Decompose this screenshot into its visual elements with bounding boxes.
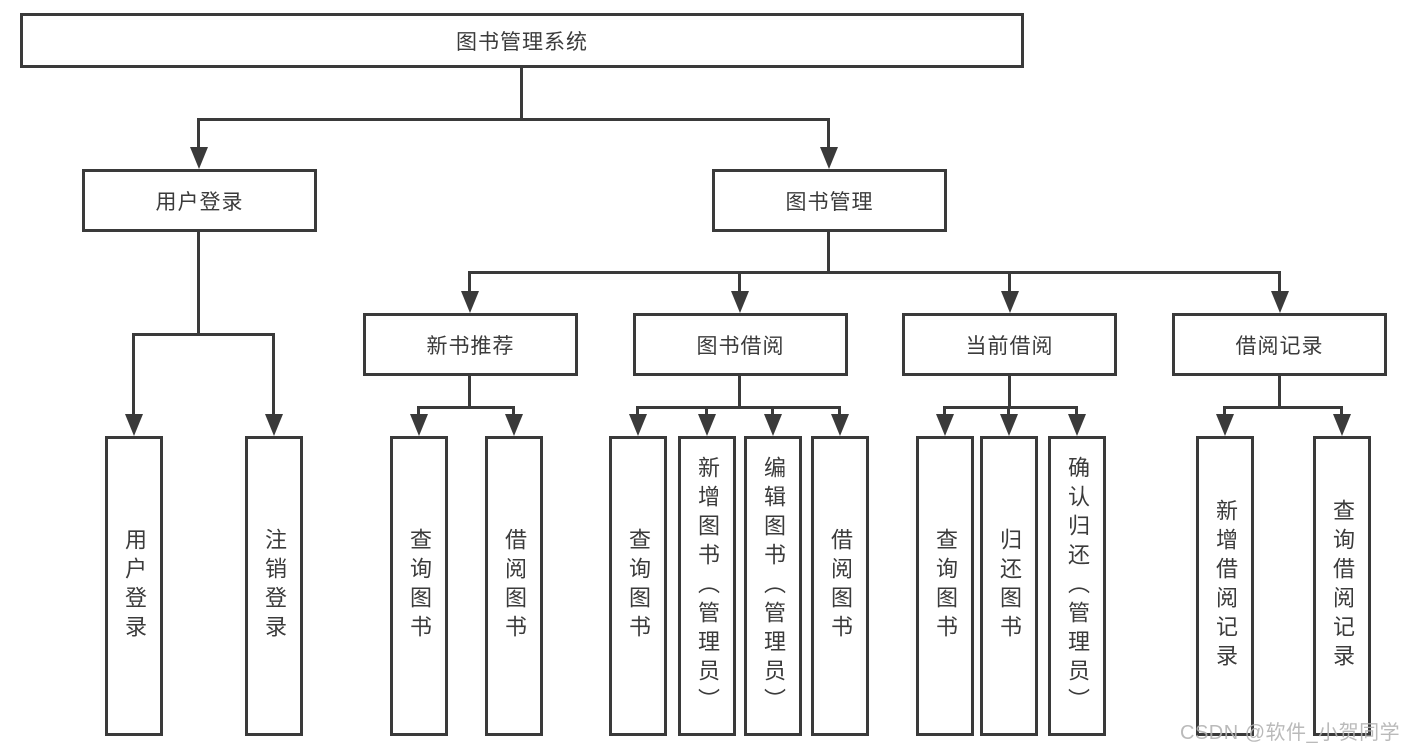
node-label: 注销登录 <box>262 528 287 644</box>
arrow-down-icon <box>461 291 479 313</box>
connector-line <box>197 118 830 121</box>
node-label: 当前借阅 <box>965 334 1054 358</box>
connector-line <box>1278 376 1281 408</box>
node-label: 查询借阅记录 <box>1330 499 1355 673</box>
connector-line <box>1008 271 1011 293</box>
connector-line <box>1008 376 1011 408</box>
connector-line <box>1223 406 1226 416</box>
connector-line <box>738 271 741 293</box>
connector-line <box>771 406 774 416</box>
arrow-down-icon <box>1001 291 1019 313</box>
arrow-down-icon <box>125 414 143 436</box>
arrow-down-icon <box>936 414 954 436</box>
node-user-login: 用户登录 <box>82 169 317 232</box>
node-label: 新增图书（管理员） <box>695 455 720 717</box>
node-records-add-record: 新增借阅记录 <box>1196 436 1254 736</box>
arrow-down-icon <box>764 414 782 436</box>
node-book-borrowing: 图书借阅 <box>633 313 848 376</box>
node-book-management: 图书管理 <box>712 169 947 232</box>
connector-line <box>132 333 275 336</box>
node-label: 查询图书 <box>933 528 958 644</box>
node-label: 查询图书 <box>626 528 651 644</box>
connector-line <box>738 376 741 408</box>
connector-line <box>943 406 946 416</box>
node-current-return-book: 归还图书 <box>980 436 1038 736</box>
node-current-borrowing: 当前借阅 <box>902 313 1117 376</box>
connector-line <box>520 68 523 120</box>
connector-line <box>197 118 200 149</box>
connector-line <box>272 333 275 416</box>
connector-line <box>1007 406 1010 416</box>
connector-line <box>943 406 1078 409</box>
arrow-down-icon <box>1271 291 1289 313</box>
node-label: 用户登录 <box>155 190 244 214</box>
connector-line <box>197 232 200 335</box>
connector-line <box>468 271 471 293</box>
node-label: 编辑图书（管理员） <box>761 455 786 717</box>
arrow-down-icon <box>1000 414 1018 436</box>
connector-line <box>838 406 841 416</box>
connector-line <box>1278 271 1281 293</box>
arrow-down-icon <box>698 414 716 436</box>
connector-line <box>705 406 708 416</box>
node-current-search-book: 查询图书 <box>916 436 974 736</box>
node-label: 借阅图书 <box>502 528 527 644</box>
watermark: CSDN @软件_小贺同学 <box>1180 722 1401 744</box>
node-label: 图书管理系统 <box>456 30 588 54</box>
node-borrow-borrow-book: 借阅图书 <box>811 436 869 736</box>
connector-line <box>827 232 830 273</box>
node-borrow-add-book: 新增图书（管理员） <box>678 436 736 736</box>
node-borrowing-records: 借阅记录 <box>1172 313 1387 376</box>
connector-line <box>468 376 471 408</box>
node-label: 图书借阅 <box>696 334 785 358</box>
arrow-down-icon <box>410 414 428 436</box>
arrow-down-icon <box>731 291 749 313</box>
connector-line <box>512 406 515 416</box>
connector-line <box>827 118 830 149</box>
node-label: 借阅记录 <box>1235 334 1324 358</box>
connector-line <box>1075 406 1078 416</box>
node-rec-borrow-book: 借阅图书 <box>485 436 543 736</box>
arrow-down-icon <box>265 414 283 436</box>
arrow-down-icon <box>831 414 849 436</box>
arrow-down-icon <box>629 414 647 436</box>
node-rec-search-book: 查询图书 <box>390 436 448 736</box>
arrow-down-icon <box>1068 414 1086 436</box>
node-label: 图书管理 <box>785 190 874 214</box>
node-label: 查询图书 <box>407 528 432 644</box>
node-current-confirm-return: 确认归还（管理员） <box>1048 436 1106 736</box>
node-label: 新书推荐 <box>426 334 515 358</box>
connector-line <box>132 333 135 416</box>
node-label: 新增借阅记录 <box>1213 499 1238 673</box>
connector-line <box>417 406 420 416</box>
arrow-down-icon <box>505 414 523 436</box>
arrow-down-icon <box>1216 414 1234 436</box>
connector-line <box>636 406 841 409</box>
node-login: 用户登录 <box>105 436 163 736</box>
node-label: 借阅图书 <box>828 528 853 644</box>
node-root: 图书管理系统 <box>20 13 1024 68</box>
connector-line <box>417 406 515 409</box>
node-label: 确认归还（管理员） <box>1065 455 1090 717</box>
node-new-book-recommend: 新书推荐 <box>363 313 578 376</box>
node-borrow-search-book: 查询图书 <box>609 436 667 736</box>
connector-line <box>1340 406 1343 416</box>
node-borrow-edit-book: 编辑图书（管理员） <box>744 436 802 736</box>
node-logout: 注销登录 <box>245 436 303 736</box>
connector-line <box>468 271 1281 274</box>
connector-line <box>636 406 639 416</box>
arrow-down-icon <box>820 147 838 169</box>
connector-line <box>1223 406 1343 409</box>
node-label: 归还图书 <box>997 528 1022 644</box>
node-label: 用户登录 <box>122 528 147 644</box>
node-records-search-record: 查询借阅记录 <box>1313 436 1371 736</box>
arrow-down-icon <box>190 147 208 169</box>
arrow-down-icon <box>1333 414 1351 436</box>
